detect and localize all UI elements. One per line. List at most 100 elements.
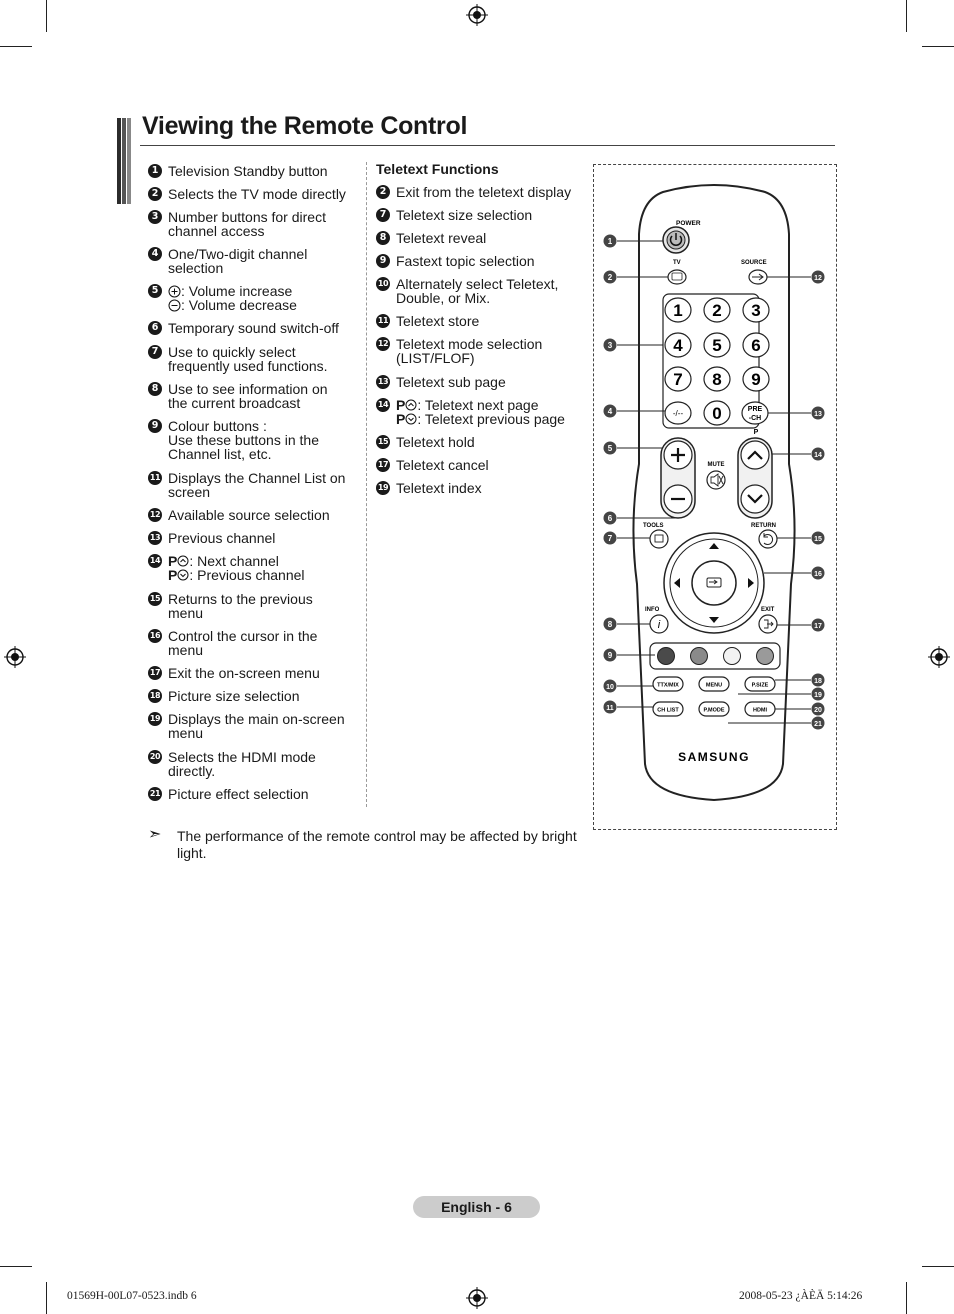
item-number-badge: 14 — [376, 398, 390, 412]
digit-button[interactable] — [664, 332, 692, 358]
digit-button[interactable] — [742, 297, 770, 323]
colour-button[interactable] — [690, 647, 708, 665]
channel-up-button[interactable] — [740, 440, 770, 470]
crop-mark — [0, 1266, 32, 1267]
footer-timestamp: 2008-05-23 ¿ÀÈÄ 5:14:26 — [739, 1290, 863, 1302]
callout-marker — [603, 617, 617, 631]
item-text: Available source selection — [168, 507, 330, 523]
p-size-button[interactable] — [744, 676, 776, 692]
list-item: 17 Teletext cancel — [376, 458, 591, 472]
callout-marker — [603, 648, 617, 662]
digit-label: 7 — [673, 370, 682, 389]
power-label: POWER — [676, 220, 701, 227]
callout-number: 9 — [608, 651, 613, 660]
item-number-badge: 21 — [148, 787, 162, 801]
callout-marker — [811, 618, 825, 632]
item-number-badge: 17 — [148, 666, 162, 680]
item-number-badge: 3 — [148, 210, 162, 224]
registration-mark-icon — [466, 4, 488, 26]
callout-marker — [603, 270, 617, 284]
digit-button[interactable] — [703, 332, 731, 358]
digit-button[interactable] — [703, 297, 731, 323]
p-mode-label: P.MODE — [704, 708, 725, 714]
item-number-badge: 7 — [376, 208, 390, 222]
item-text: Teletext cancel — [396, 457, 489, 473]
enter-button[interactable] — [691, 560, 737, 606]
mute-button[interactable] — [706, 470, 726, 490]
exit-label: EXIT — [761, 607, 775, 613]
item-number-badge: 13 — [148, 531, 162, 545]
tools-button[interactable] — [649, 529, 669, 549]
ch-list-button[interactable] — [652, 701, 684, 717]
item-number-badge: 9 — [148, 419, 162, 433]
list-item: 5: Volume increase : Volume decrease — [148, 284, 363, 312]
colour-button[interactable] — [657, 647, 675, 665]
ttx-mix-button[interactable] — [652, 676, 684, 692]
digit-button[interactable] — [664, 297, 692, 323]
callout-number: 20 — [814, 707, 822, 714]
tools-icon — [654, 534, 664, 543]
menu-label: MENU — [706, 683, 722, 689]
channel-down-button[interactable] — [740, 484, 770, 514]
footer-file-info: 01569H-00L07-0523.indb 6 — [67, 1290, 197, 1302]
item-text: Displays the Channel List on screen — [168, 470, 346, 500]
mute-icon — [710, 473, 724, 487]
registration-mark-icon — [928, 646, 950, 668]
title-accent-bar — [117, 118, 131, 204]
return-button[interactable] — [758, 529, 778, 549]
item-text: Teletext hold — [396, 434, 475, 450]
item-text: Television Standby button — [168, 163, 328, 179]
callout-marker — [811, 716, 825, 730]
digit-label: 2 — [712, 301, 721, 320]
digit-button[interactable] — [742, 332, 770, 358]
item-number-badge: 14 — [148, 554, 162, 568]
item-text: Exit from the teletext display — [396, 184, 572, 200]
digit-button[interactable] — [664, 366, 692, 392]
callout-number: 11 — [606, 705, 614, 712]
callout-number: 15 — [814, 536, 822, 543]
item-text: Selects the HDMI mode directly. — [168, 749, 316, 779]
dash-button[interactable] — [664, 401, 692, 425]
item-number-badge: 17 — [376, 458, 390, 472]
item-number-badge: 7 — [148, 345, 162, 359]
tv-button[interactable] — [667, 269, 687, 285]
digit-button[interactable] — [742, 366, 770, 392]
item-text: Use to quickly select frequently used fu… — [168, 344, 328, 374]
callout-number: 5 — [608, 444, 613, 453]
item-number-badge: 2 — [148, 187, 162, 201]
ttx-mix-label: TTX/MIX — [657, 683, 679, 689]
item-text: : Teletext next page : Teletext previous… — [417, 397, 565, 427]
arrow-right-icon — [748, 578, 754, 588]
digit-button[interactable] — [703, 400, 731, 426]
callout-marker — [603, 511, 617, 525]
item-text: : Next channel : Previous channel — [189, 553, 305, 583]
tv-icon — [671, 272, 683, 281]
menu-button[interactable] — [698, 676, 730, 692]
callout-marker — [811, 531, 825, 545]
p-mode-button[interactable] — [698, 701, 730, 717]
digit-button[interactable] — [703, 366, 731, 392]
colour-button[interactable] — [756, 647, 774, 665]
colour-button[interactable] — [723, 647, 741, 665]
callout-marker — [603, 531, 617, 545]
hdmi-label: HDMI — [753, 708, 768, 714]
item-number-badge: 11 — [376, 314, 390, 328]
digit-label: 5 — [712, 336, 721, 355]
item-number-badge: 15 — [148, 592, 162, 606]
callout-marker — [811, 270, 825, 284]
digit-label: 4 — [673, 336, 683, 355]
